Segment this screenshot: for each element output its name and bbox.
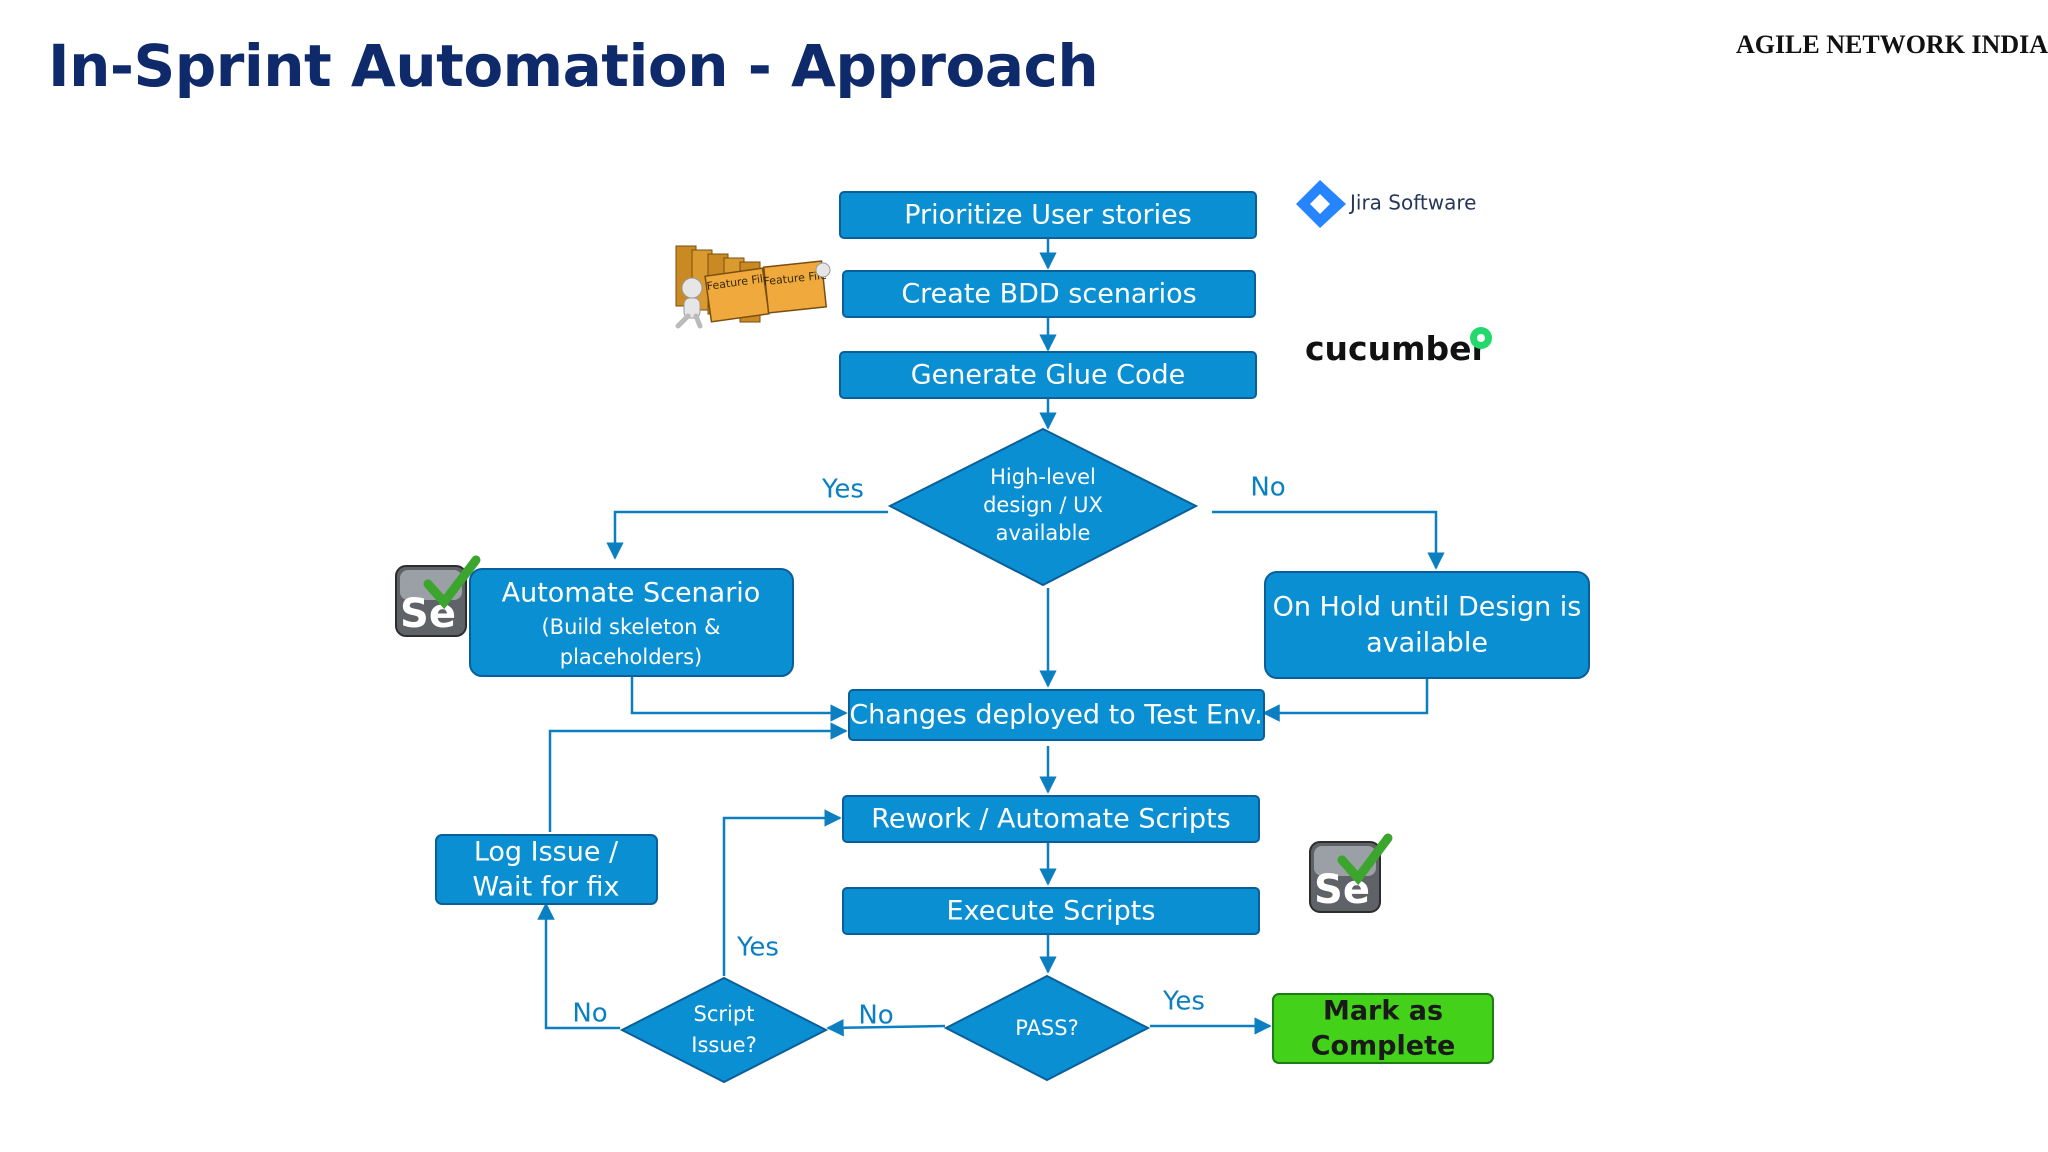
svg-text:available: available <box>996 521 1091 545</box>
node-deployed: Changes deployed to Test Env. <box>848 689 1265 741</box>
svg-text:Create BDD scenarios: Create BDD scenarios <box>901 279 1196 310</box>
edge-label-pass-yes: Yes <box>1162 987 1205 1017</box>
svg-text:Execute Scripts: Execute Scripts <box>947 896 1156 927</box>
check-icon <box>1337 833 1393 886</box>
edge-script-yes <box>722 809 842 976</box>
edge-design-yes <box>606 510 888 560</box>
selenium-logo-bottom: Se <box>1309 833 1393 913</box>
svg-text:cucumber: cucumber <box>1305 329 1488 368</box>
svg-text:Prioritize User stories: Prioritize User stories <box>904 200 1192 231</box>
svg-text:On Hold until Design is: On Hold until Design is <box>1273 592 1582 623</box>
svg-text:Automate Scenario: Automate Scenario <box>502 578 761 609</box>
svg-text:High-level: High-level <box>990 465 1096 489</box>
edge-script-no <box>537 902 620 1030</box>
node-execute: Execute Scripts <box>842 887 1260 935</box>
svg-text:Jira Software: Jira Software <box>1348 191 1476 215</box>
node-prioritize: Prioritize User stories <box>839 191 1257 239</box>
svg-text:Log Issue /: Log Issue / <box>474 837 619 868</box>
check-icon <box>423 555 481 610</box>
svg-text:Script: Script <box>694 1002 755 1026</box>
node-automate: Automate Scenario (Build skeleton & plac… <box>469 568 794 677</box>
selenium-logo-top: Se <box>395 555 481 637</box>
edge-label-design-no: No <box>1250 473 1285 503</box>
edge-automate-deployed <box>630 675 848 722</box>
edge-label-script-no: No <box>572 999 607 1029</box>
svg-text:Wait for fix: Wait for fix <box>473 872 620 903</box>
svg-text:Rework / Automate Scripts: Rework / Automate Scripts <box>871 804 1230 835</box>
node-complete: Mark as Complete <box>1272 993 1494 1064</box>
watermark: AGILE NETWORK INDIA <box>1735 30 2048 59</box>
node-bdd: Create BDD scenarios <box>842 270 1256 318</box>
svg-text:Complete: Complete <box>1311 1031 1456 1062</box>
jira-logo: Jira Software <box>1296 180 1476 228</box>
edge-log-deployed <box>548 722 848 832</box>
svg-text:Generate Glue Code: Generate Glue Code <box>911 360 1186 391</box>
feature-file-2 <box>762 260 828 314</box>
node-log-issue: Log Issue / Wait for fix <box>435 834 658 905</box>
svg-text:Changes deployed to Test Env.: Changes deployed to Test Env. <box>849 700 1262 731</box>
svg-text:Issue?: Issue? <box>691 1033 756 1057</box>
feature-files-illustration: Feature File Feature File <box>675 245 831 329</box>
svg-text:PASS?: PASS? <box>1015 1016 1079 1040</box>
edge-design-no <box>1212 510 1445 570</box>
edge-label-script-yes: Yes <box>736 933 779 963</box>
edge-onhold-deployed <box>1262 678 1429 722</box>
connectors <box>537 238 1445 1037</box>
node-decision-design: High-level design / UX available <box>887 427 1199 587</box>
svg-text:available: available <box>1366 628 1488 659</box>
page-title: In-Sprint Automation - Approach <box>48 32 1099 100</box>
cucumber-logo: cucumber <box>1305 327 1492 368</box>
svg-text:placeholders): placeholders) <box>560 645 703 669</box>
node-pass: PASS? <box>943 974 1151 1082</box>
person-icon <box>675 262 831 329</box>
svg-text:(Build skeleton &: (Build skeleton & <box>541 615 720 639</box>
edge-pass-no <box>826 1018 946 1037</box>
node-glue: Generate Glue Code <box>839 351 1257 399</box>
node-onhold: On Hold until Design is available <box>1264 571 1590 679</box>
svg-text:Mark as: Mark as <box>1323 996 1443 1027</box>
edge-label-pass-no: No <box>858 1001 893 1031</box>
node-script-issue: Script Issue? <box>619 976 829 1084</box>
edge-label-design-yes: Yes <box>821 475 864 505</box>
svg-text:design / UX: design / UX <box>983 493 1103 517</box>
node-rework: Rework / Automate Scripts <box>842 795 1260 843</box>
